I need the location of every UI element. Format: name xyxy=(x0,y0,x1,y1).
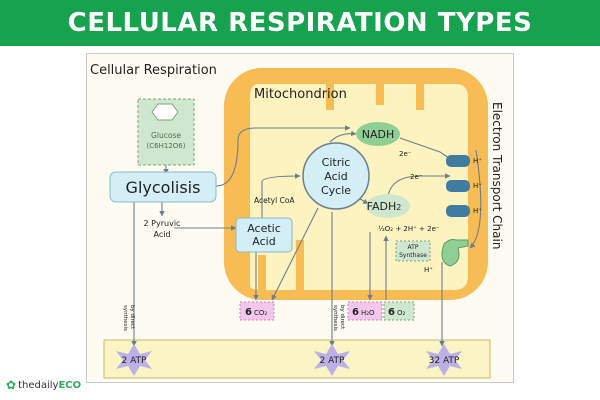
etc-protein-3 xyxy=(446,205,470,217)
arrow-fadh-etc xyxy=(387,173,451,197)
h-plus-1: H⁺ xyxy=(473,157,482,165)
atp-synthase-label-2: Synthase xyxy=(399,252,427,259)
arrow-cycle-co2 xyxy=(271,207,319,301)
citric-label-2: Acid xyxy=(324,170,347,183)
pyruvic-label-2: Acid xyxy=(153,230,170,239)
glycolysis-box xyxy=(109,171,217,203)
acetyl-coa-label: Acetyl CoA xyxy=(254,196,295,205)
fadh-label: FADH2 xyxy=(367,200,402,213)
glucose-label: Glucose xyxy=(151,131,181,140)
header-banner xyxy=(0,0,600,46)
h-plus-2: H⁺ xyxy=(473,182,482,190)
nadh-label: NADH xyxy=(362,128,395,141)
arrow-citric-nadh xyxy=(329,130,357,143)
co2-box xyxy=(239,301,275,321)
etc-protein-2 xyxy=(446,180,470,192)
atp-star-3 xyxy=(426,344,462,376)
atp-synthase-label-1: ATP xyxy=(408,244,419,251)
fadh2-ellipse xyxy=(366,194,410,218)
electron-label-mid: 2e⁻ xyxy=(410,173,423,181)
h-plus-3: H⁺ xyxy=(473,207,482,215)
brand-name: thedailyECO xyxy=(18,379,82,391)
atp-synthase-shape xyxy=(441,239,469,267)
direct-synthesis-2a: by direct xyxy=(339,305,345,330)
arrow-etc-synthase xyxy=(469,149,482,249)
arrow-acetic-citric xyxy=(261,173,301,218)
h-plus-4: H⁺ xyxy=(424,266,433,274)
etc-label: Electron Transport Chain xyxy=(490,102,504,249)
acetic-acid-box xyxy=(235,217,293,253)
direct-synthesis-2b: synthesis xyxy=(332,305,338,331)
brand-logo[interactable]: ✿ thedailyECO xyxy=(6,377,81,393)
page-title: CELLULAR RESPIRATION TYPES xyxy=(67,8,533,38)
atp-band xyxy=(103,339,491,379)
atp-label-3: 32 ATP xyxy=(429,356,460,366)
atp-star-2 xyxy=(314,344,350,376)
atp-label-1: 2 ATP xyxy=(122,356,148,366)
nadh-ellipse xyxy=(356,122,400,146)
glucose-formula: (C6H12O6) xyxy=(147,142,186,150)
atp-label-2: 2 ATP xyxy=(320,356,346,366)
glucose-hexagon-icon xyxy=(151,103,179,121)
atp-synthase-label-box xyxy=(395,240,431,262)
o2-box xyxy=(383,301,415,321)
citric-label-3: Cycle xyxy=(321,184,351,197)
etc-protein-1 xyxy=(446,155,470,167)
direct-synthesis-1b: synthesis xyxy=(122,305,128,331)
atp-star-1 xyxy=(116,344,152,376)
mitochondrion-cristae xyxy=(258,84,424,290)
electron-label-top: 2e⁻ xyxy=(399,150,412,158)
acetic-label-2: Acid xyxy=(252,235,275,248)
glycolysis-label: Glycolisis xyxy=(126,178,201,197)
leaf-icon: ✿ xyxy=(6,378,17,392)
h2o-box xyxy=(347,301,383,321)
acetic-label-1: Acetic xyxy=(247,222,281,235)
mitochondrion-label: Mitochondrion xyxy=(254,87,347,102)
citric-label-1: Citric xyxy=(322,156,351,169)
pyruvic-label-1: 2 Pyruvic xyxy=(144,219,181,228)
citric-acid-cycle-circle xyxy=(302,142,370,210)
diagram-title: Cellular Respiration xyxy=(90,63,217,78)
oxygen-equation: ½O₂ + 2H⁺ + 2e⁻ xyxy=(378,225,440,233)
arrow-glycolysis-nadh xyxy=(215,125,351,187)
direct-synthesis-1a: by direct xyxy=(129,305,135,330)
